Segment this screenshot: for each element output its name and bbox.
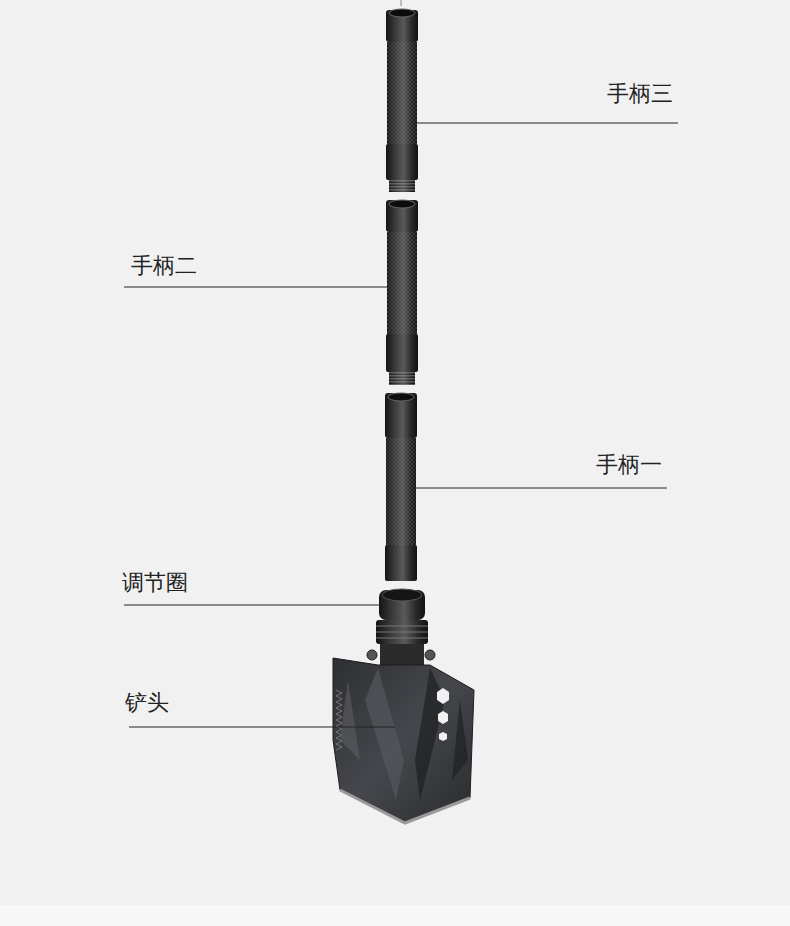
part-label: 手柄二 — [131, 253, 197, 279]
part-label: 调节圈 — [122, 570, 188, 596]
part-label: 手柄一 — [596, 452, 662, 478]
part-label: 铲头 — [125, 690, 169, 716]
part-label: 手柄三 — [607, 81, 673, 107]
